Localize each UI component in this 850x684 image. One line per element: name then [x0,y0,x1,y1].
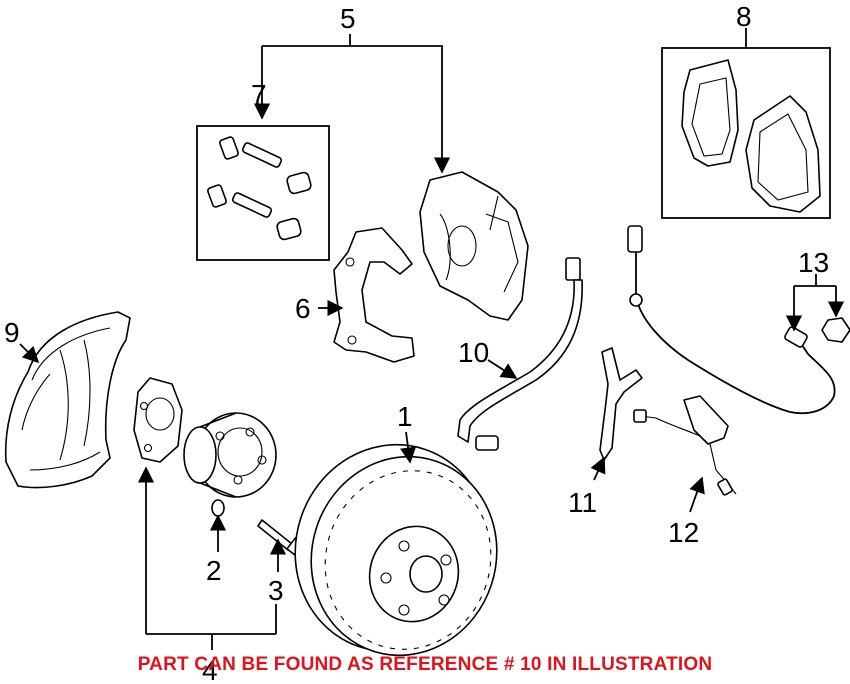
hose-bracket-part [599,347,643,461]
callout-12: 12 [668,517,699,548]
callout-13: 13 [798,247,829,278]
callout-3: 3 [268,575,284,606]
part-reference-notice: PART CAN BE FOUND AS REFERENCE # 10 IN I… [137,654,713,675]
brake-pads-part [661,47,831,219]
callout-6: 6 [295,293,311,324]
steering-knuckle-part [133,377,183,463]
wheel-hub-part [183,412,277,517]
wear-sensor-part [633,395,737,496]
caliper-bracket-part [333,227,415,363]
guide-pin-kit-part [196,125,330,261]
callout-4: 4 [202,655,218,684]
brake-rotor-part [294,443,498,657]
brake-hose-part [457,257,583,451]
callout-10: 10 [458,337,489,368]
callout-5: 5 [340,3,356,34]
callout-11: 11 [568,487,597,518]
callout-9: 9 [4,317,20,348]
brake-caliper-part [419,171,529,321]
callout-2: 2 [206,555,222,586]
dust-shield-part [4,311,131,489]
callout-leaders [19,28,845,650]
abs-sensor-part [627,225,850,415]
callout-1: 1 [397,401,413,432]
callout-8: 8 [736,1,752,32]
callout-7: 7 [251,79,267,110]
